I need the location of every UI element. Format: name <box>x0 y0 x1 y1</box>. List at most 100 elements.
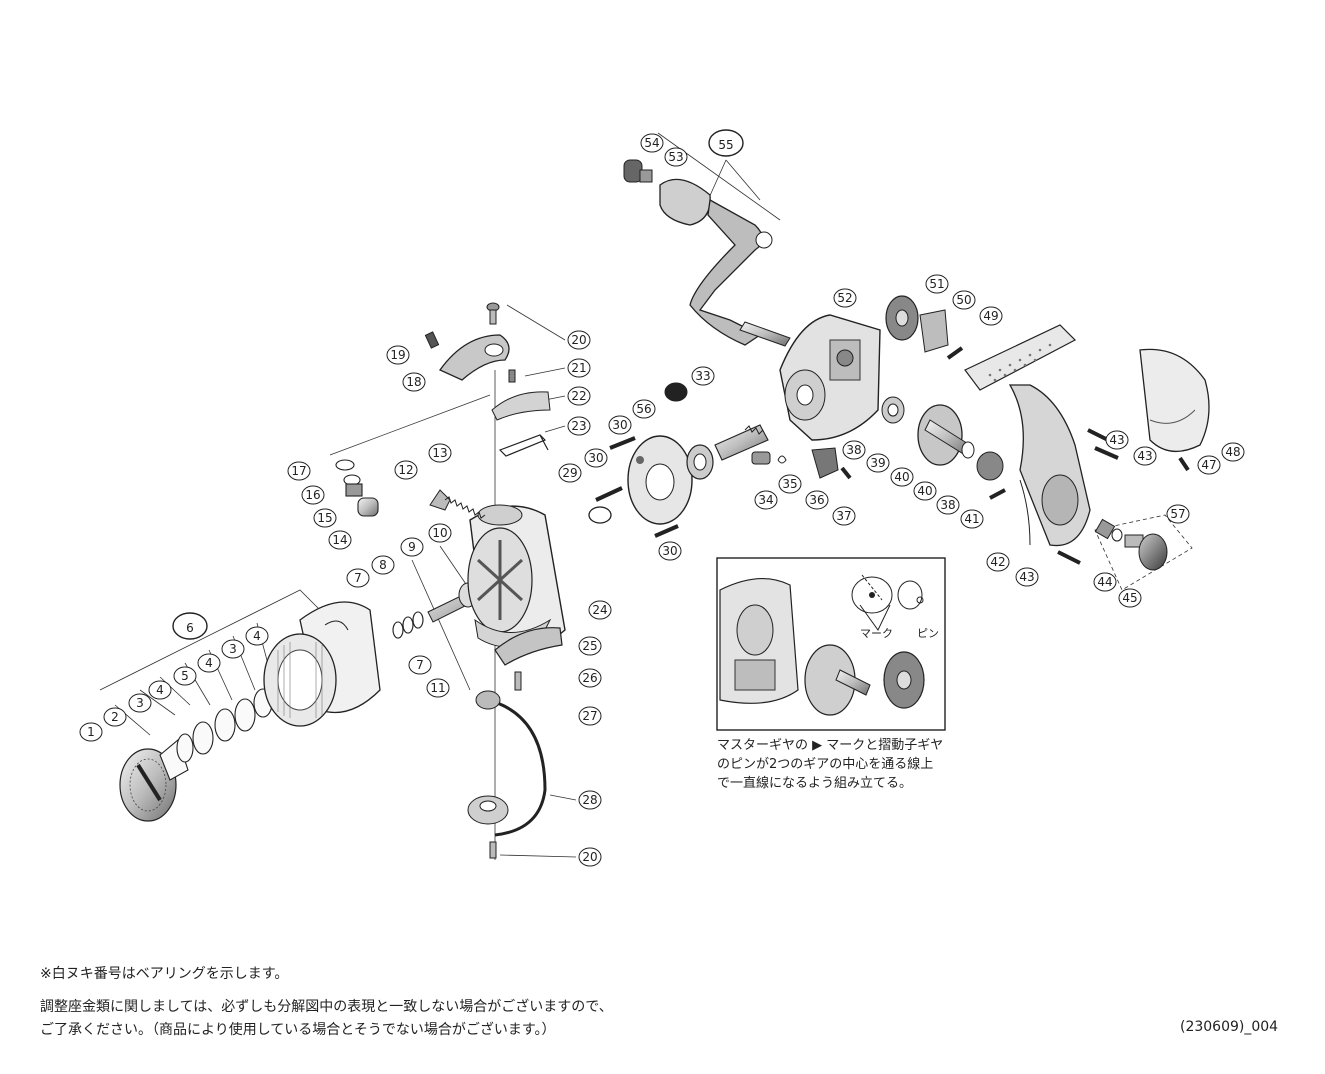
part-callout-38: 38 <box>936 495 960 515</box>
part-callout-circle <box>578 790 602 810</box>
part-callout-36: 36 <box>805 490 829 510</box>
part-callout-21: 21 <box>567 358 591 378</box>
screw-top-part <box>486 302 500 325</box>
part-callout-30: 30 <box>658 541 682 561</box>
part-callout-3: 3 <box>128 693 152 713</box>
part-callout-number: 38 <box>940 498 955 512</box>
part-callout-number: 49 <box>983 309 998 323</box>
part-callout-number: 54 <box>644 136 659 150</box>
part-callout-number: 25 <box>582 639 597 653</box>
part-callout-circle <box>1166 504 1190 524</box>
pinion-gear-part <box>714 424 769 461</box>
part-callout-8: 8 <box>371 555 395 575</box>
part-callout-circle <box>960 509 984 529</box>
part-callout-32: 32 <box>664 382 688 402</box>
part-callout-40: 40 <box>913 481 937 501</box>
part-callout-30: 30 <box>608 415 632 435</box>
spring-part <box>429 489 486 519</box>
part-callout-circle <box>428 523 452 543</box>
part-callout-circle <box>287 461 311 481</box>
part-callout-number: 42 <box>990 555 1005 569</box>
part-callout-number: 55 <box>718 138 733 152</box>
part-callout-circle <box>371 555 395 575</box>
part-callout-27: 27 <box>578 706 602 726</box>
part-callout-circle <box>1197 455 1221 475</box>
part-callout-circle <box>567 416 591 436</box>
part-callout-circle <box>394 460 418 480</box>
shaft-washers-part <box>392 611 424 639</box>
part-callout-16: 16 <box>301 485 325 505</box>
part-callout-number: 13 <box>432 446 447 460</box>
part-callout-number: 4 <box>205 656 213 670</box>
part-callout-29: 29 <box>558 463 582 483</box>
part-callout-49: 49 <box>979 306 1003 326</box>
part-callout-20: 20 <box>567 330 591 350</box>
part-callout-number: 22 <box>571 389 586 403</box>
body-cap-part <box>1094 518 1168 571</box>
part-callout-number: 10 <box>432 526 447 540</box>
inset-pin-label: ピン <box>917 627 939 640</box>
part-callout-number: 40 <box>894 470 909 484</box>
part-callout-circle <box>558 463 582 483</box>
part-callout-3: 3 <box>221 639 245 659</box>
part-callout-circle <box>1118 588 1142 608</box>
part-callout-25: 25 <box>578 636 602 656</box>
part-callout-number: 38 <box>846 443 861 457</box>
part-callout-circle <box>754 490 778 510</box>
part-callout-circle <box>148 680 172 700</box>
diagram-code: (230609)_004 <box>1180 1019 1279 1035</box>
part-callout-43: 43 <box>1015 567 1039 587</box>
part-callout-number: 52 <box>837 291 852 305</box>
gear-alignment-inset: マーク ピン <box>716 557 946 731</box>
part-callout-number: 50 <box>956 293 971 307</box>
part-callout-17: 17 <box>287 461 311 481</box>
part-callout-circle <box>221 639 245 659</box>
part-callout-number: 17 <box>291 464 306 478</box>
part-callout-circle <box>578 706 602 726</box>
part-callout-41: 41 <box>960 509 984 529</box>
part-callout-7: 7 <box>408 655 432 675</box>
part-callout-circle <box>400 537 424 557</box>
part-callout-circle <box>925 274 949 294</box>
part-callout-number: 16 <box>305 488 320 502</box>
part-callout-number: 27 <box>582 709 597 723</box>
rotor-nut-part <box>588 436 679 538</box>
part-callout-number: 21 <box>571 361 586 375</box>
part-callout-number: 39 <box>870 456 885 470</box>
part-callout-number: 41 <box>964 512 979 526</box>
part-callout-number: 6 <box>186 621 194 635</box>
part-callout-18: 18 <box>402 372 426 392</box>
part-callout-circle <box>986 552 1010 572</box>
part-callout-circle <box>778 474 802 494</box>
part-callout-number: 23 <box>571 419 586 433</box>
part-callout-13: 13 <box>428 443 452 463</box>
part-callout-circle <box>1105 430 1129 450</box>
part-callout-44: 44 <box>1093 572 1117 592</box>
spool-part <box>263 601 381 727</box>
part-callout-circle <box>578 636 602 656</box>
part-callout-number: 29 <box>562 466 577 480</box>
part-callout-circle <box>346 568 370 588</box>
oscillation-parts <box>751 447 852 480</box>
part-callout-number: 4 <box>156 683 164 697</box>
part-callout-number: 51 <box>929 277 944 291</box>
part-callout-24: 24 <box>588 600 612 620</box>
side-cover-part <box>1139 348 1210 472</box>
part-callout-26: 26 <box>578 668 602 688</box>
part-callout-circle <box>588 600 612 620</box>
part-callout-circle <box>79 722 103 742</box>
part-callout-number: 56 <box>636 402 651 416</box>
part-callout-circle <box>658 541 682 561</box>
part-callout-circle <box>173 666 197 686</box>
part-callout-circle <box>842 440 866 460</box>
inset-instruction-line-1: マスターギヤの ▶ マークと摺動子ギヤ <box>717 738 944 753</box>
part-callout-circle <box>386 345 410 365</box>
part-callout-28: 28 <box>578 790 602 810</box>
bearing-part <box>686 444 714 480</box>
part-callout-circle <box>979 306 1003 326</box>
inset-instruction-line-3: で一直線になるよう組み立てる。 <box>717 776 913 791</box>
part-number-callouts: 1234543467891071112131415161718192021222… <box>79 129 1245 867</box>
handle-part <box>623 159 791 347</box>
part-callout-circle <box>1221 442 1245 462</box>
part-callout-number: 43 <box>1109 433 1124 447</box>
